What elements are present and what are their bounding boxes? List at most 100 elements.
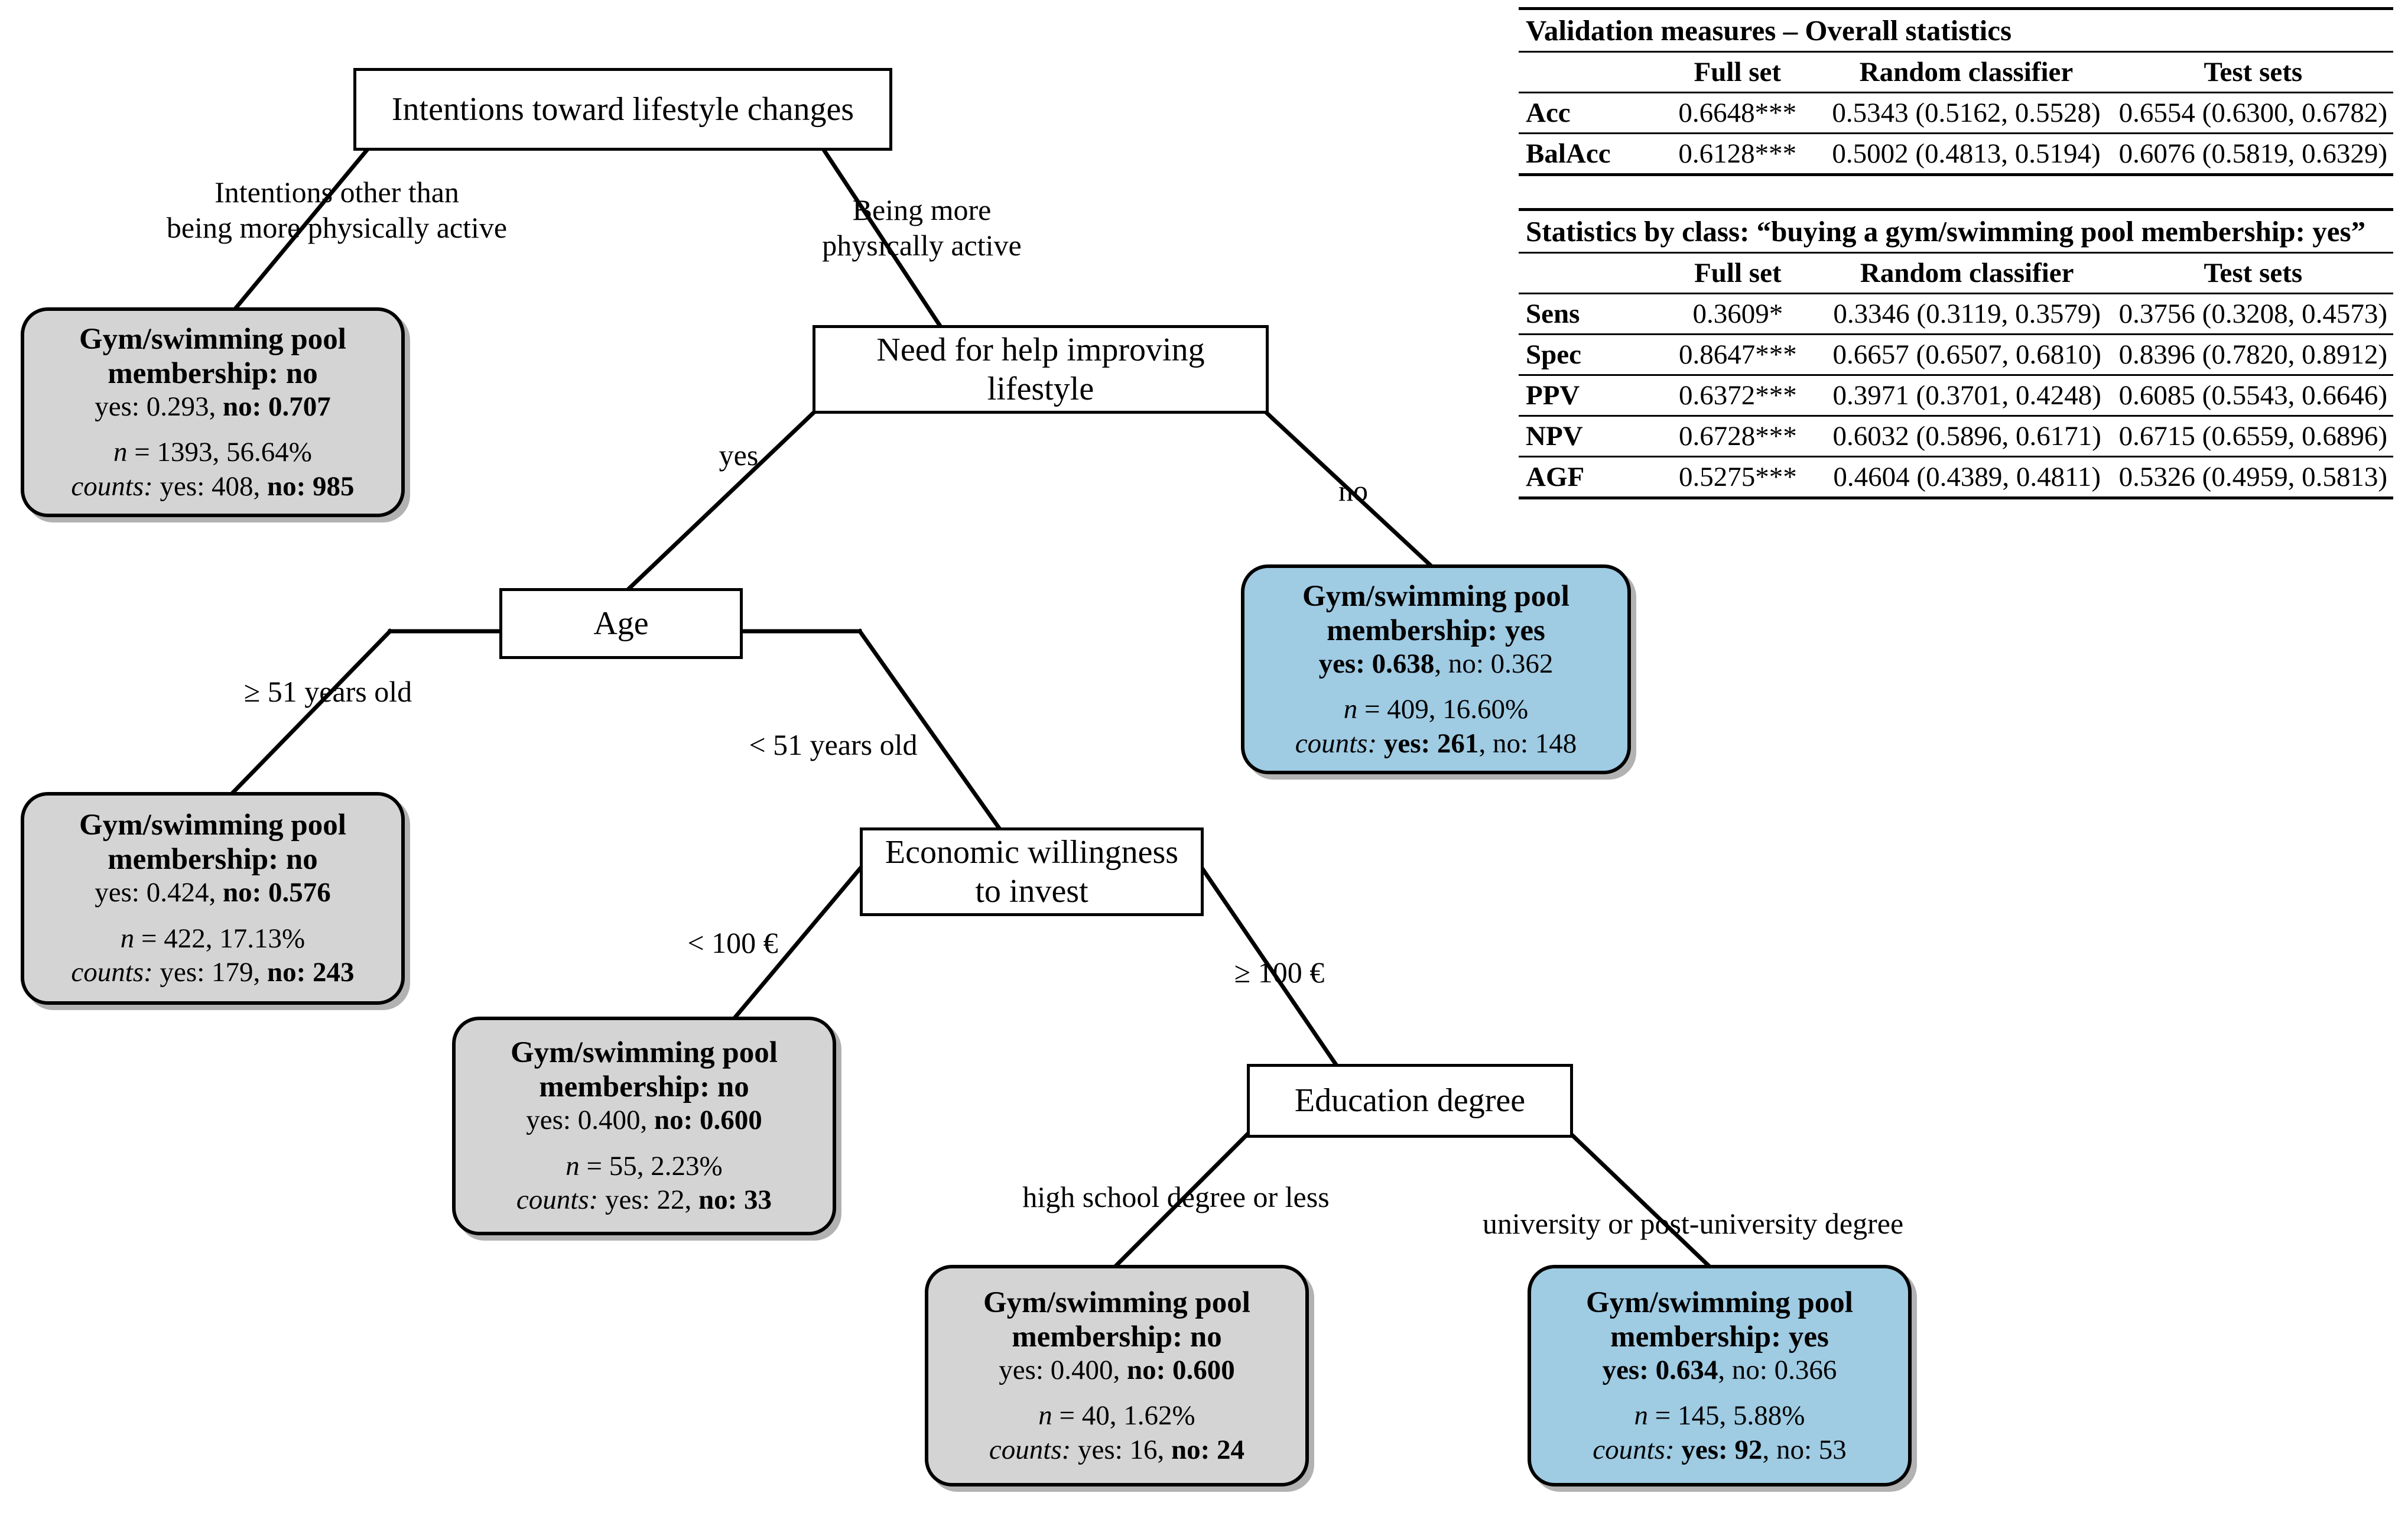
byclass-row-label-2: PPV [1519,374,1655,416]
leaf-sample-size: n = 409, 16.60% [1343,694,1529,725]
overall-cell-full-1: 0.6128*** [1655,132,1820,175]
byclass-cell-random-1: 0.6657 (0.6507, 0.6810) [1821,333,2113,375]
overall-col-header-1: Full set [1655,51,1820,93]
edge-label-economic-right: ≥ 100 € [1234,956,1325,989]
leaf-probabilities: yes: 0.424, no: 0.576 [95,877,331,908]
edge-label-age-left: ≥ 51 years old [243,675,412,708]
leaf-sample-size: n = 1393, 56.64% [113,437,312,468]
edge-label-need-help-no: no [1338,474,1368,507]
edge-age-left [230,628,393,795]
leaf-counts: counts: yes: 261, no: 148 [1295,728,1577,759]
edge-label-education-right: university or post-university degree [1482,1207,1904,1240]
edge-label-economic-left: < 100 € [687,926,778,959]
byclass-cell-test-4: 0.5326 (0.4959, 0.5813) [2113,456,2393,498]
overall-cell-random-0: 0.5343 (0.5162, 0.5528) [1819,92,2113,134]
leaf-probabilities: yes: 0.638, no: 0.362 [1318,648,1554,679]
table-overall-statistics: Validation measures – Overall statistics… [1519,7,2393,177]
byclass-row-label-3: NPV [1519,415,1655,457]
edge-label-need-help-yes: yes [719,439,759,472]
leaf-counts: counts: yes: 22, no: 33 [516,1184,772,1216]
leaf-counts: counts: yes: 92, no: 53 [1593,1434,1847,1465]
split-node-education[interactable]: Education degree [1247,1064,1573,1138]
byclass-cell-full-2: 0.6372*** [1654,374,1821,416]
leaf-probabilities: yes: 0.293, no: 0.707 [95,391,331,422]
byclass-cell-test-0: 0.3756 (0.3208, 0.4573) [2113,293,2393,335]
split-node-root[interactable]: Intentions toward lifestyle changes [353,68,892,151]
byclass-title-row: Statistics by class: “buying a gym/swimm… [1519,208,2393,253]
leaf-sample-size: n = 55, 2.23% [566,1150,723,1182]
byclass-cell-full-0: 0.3609* [1654,293,1821,335]
byclass-title: Statistics by class: “buying a gym/swimm… [1519,208,2393,253]
split-node-root-label: Intentions toward lifestyle changes [391,90,854,128]
split-node-education-label: Education degree [1294,1082,1526,1119]
overall-col-header-3: Test sets [2113,51,2393,93]
byclass-cell-test-2: 0.6085 (0.5543, 0.6646) [2113,374,2393,416]
edge-label-age-right: < 51 years old [749,728,918,761]
byclass-cell-random-4: 0.4604 (0.4389, 0.4811) [1821,456,2113,498]
leaf-sample-size: n = 40, 1.62% [1038,1400,1195,1432]
leaf-counts: counts: yes: 16, no: 24 [989,1434,1245,1465]
byclass-bottom-rule [1519,496,2393,501]
leaf-probabilities: yes: 0.634, no: 0.366 [1602,1354,1837,1385]
byclass-cell-test-1: 0.8396 (0.7820, 0.8912) [2113,333,2393,375]
overall-cell-random-1: 0.5002 (0.4813, 0.5194) [1819,132,2113,175]
overall-row-label-0: Acc [1519,92,1656,134]
byclass-cell-random-2: 0.3971 (0.3701, 0.4248) [1821,374,2113,416]
byclass-cell-full-4: 0.5275*** [1654,456,1821,498]
overall-cell-full-0: 0.6648*** [1655,92,1820,134]
edge-label-education-left: high school degree or less [1022,1180,1330,1213]
byclass-cell-random-0: 0.3346 (0.3119, 0.3579) [1821,293,2113,335]
split-node-age[interactable]: Age [499,588,743,659]
leaf-counts: counts: yes: 179, no: 243 [71,957,355,988]
byclass-row-label-1: Spec [1519,333,1655,375]
leaf-sample-size: n = 422, 17.13% [120,923,306,954]
leaf-counts: counts: yes: 408, no: 985 [71,470,355,502]
leaf-probabilities: yes: 0.400, no: 0.600 [526,1105,762,1136]
overall-title: Validation measures – Overall statistics [1519,7,2393,52]
overall-cell-test-1: 0.6076 (0.5819, 0.6329) [2113,132,2393,175]
byclass-row-label-0: Sens [1519,293,1655,335]
byclass-cell-test-3: 0.6715 (0.6559, 0.6896) [2113,415,2393,457]
byclass-cell-full-3: 0.6728*** [1654,415,1821,457]
split-node-age-label: Age [593,605,649,642]
leaf-sample-size: n = 145, 5.88% [1634,1400,1805,1432]
overall-col-header-2: Random classifier [1819,51,2113,93]
edge-education-right [1569,1132,1711,1268]
byclass-cell-full-1: 0.8647*** [1654,333,1821,375]
byclass-col-header-1: Full set [1654,252,1821,294]
byclass-row-label-4: AGF [1519,456,1655,498]
overall-bottom-rule [1519,173,2393,177]
byclass-cell-random-3: 0.6032 (0.5896, 0.6171) [1821,415,2113,457]
byclass-col-header-2: Random classifier [1821,252,2113,294]
leaf-probabilities: yes: 0.400, no: 0.600 [999,1354,1235,1385]
overall-row-label-1: BalAcc [1519,132,1656,175]
